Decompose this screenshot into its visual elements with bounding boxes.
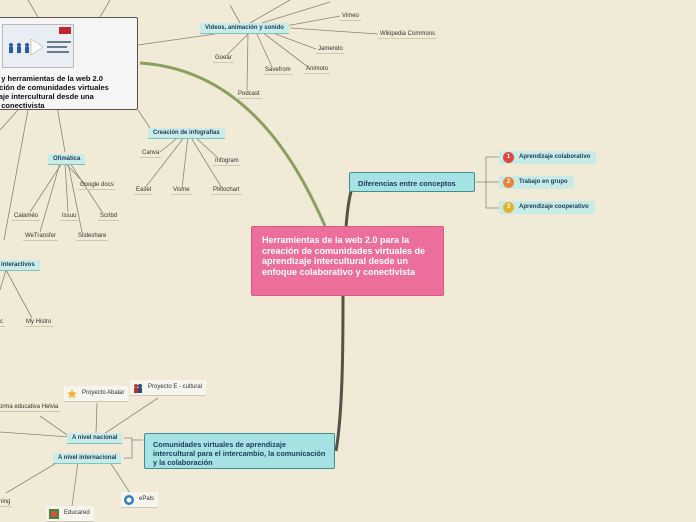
interactivos-node[interactable]: interactivos [0,260,40,271]
central-topic[interactable]: Herramientas de la web 2.0 para la creac… [251,226,444,296]
number-3-icon: 3 [503,202,514,213]
leaf-easel[interactable]: Easel [134,187,154,195]
leaf-savefrom[interactable]: Savefrom [263,67,293,75]
leaf-label: ePals [139,496,155,502]
topic-thumbnail [2,24,74,68]
leaf-slideshare[interactable]: Slideshare [76,233,109,241]
leaf-podcast[interactable]: Podcast [236,91,262,99]
item-aprendizaje-colaborativo[interactable]: 1 Aprendizaje colaborativo [499,151,597,164]
number-2-icon: 2 [503,177,514,188]
leaf-proyecto-abalar[interactable]: Proyecto Abalar [64,386,129,402]
infografias-node[interactable]: Creación de infografías [148,128,225,139]
leaf-wetransfer[interactable]: WeTransfer [23,233,59,241]
leaf-calameo[interactable]: Calaméo [12,213,41,221]
leaf-google-docs[interactable]: Google docs [78,182,116,190]
root-topic-card[interactable]: s y herramientas de la web 2.0 ación de … [0,17,138,110]
people-icon [134,384,142,393]
leaf-canva[interactable]: Canva [140,150,162,158]
leaf-my-histro[interactable]: My Histro [24,319,54,327]
leaf-epals[interactable]: ePals [121,492,159,508]
item-label: Trabajo en grupo [519,179,568,185]
comunidades-label: Comunidades virtuales de aprendizaje int… [153,440,326,467]
diferencias-label: Diferencias entre conceptos [358,179,456,188]
item-aprendizaje-cooperativo[interactable]: 3 Aprendizaje cooperativo [499,201,595,214]
number-1-icon: 1 [503,152,514,163]
internacional-node[interactable]: A nivel internacional [53,453,122,464]
leaf-issuu[interactable]: Issuu [60,213,79,221]
leaf-piktochart[interactable]: Piktochart [211,187,242,195]
leaf-scribd[interactable]: Scribd [98,213,120,221]
leaf-goear[interactable]: Goear [213,55,234,63]
item-label: Aprendizaje colaborativo [519,154,591,160]
item-trabajo-en-grupo[interactable]: 2 Trabajo en grupo [499,176,574,189]
leaf-visme[interactable]: Visme [171,187,192,195]
leaf-label: Educared [64,510,90,516]
item-label: Aprendizaje cooperativo [519,204,589,210]
nacional-node[interactable]: A nivel nacional [67,433,123,444]
leaf-animoto[interactable]: Animoto [304,66,331,74]
educared-logo-icon [49,509,59,519]
leaf-plataforma-helvia[interactable]: orma educativa Helvia [0,403,61,412]
leaf-c[interactable]: c [0,319,5,327]
ofimatica-node[interactable]: Ofimática [48,154,86,165]
comunidades-node[interactable]: Comunidades virtuales de aprendizaje int… [144,433,335,469]
star-icon [67,389,77,399]
diferencias-node[interactable]: Diferencias entre conceptos [349,172,475,192]
leaf-jamendo[interactable]: Jamendo [316,46,345,54]
videos-node[interactable]: Videos, animación y sonido [200,23,289,34]
leaf-wikipedia-commons[interactable]: Wikipedia Commons [378,31,438,39]
leaf-label: Proyecto Abalar [82,390,125,396]
leaf-vimeo[interactable]: Vimeo [340,13,361,21]
leaf-proyecto-e-cultural[interactable]: Proyecto E - cultural [130,380,207,396]
leaf-label: Proyecto E - cultural [148,384,203,390]
leaf-ning[interactable]: ning [0,498,13,507]
leaf-infogram[interactable]: Infogram [213,158,241,166]
root-topic-title: s y herramientas de la web 2.0 ación de … [0,74,109,110]
epals-logo-icon [124,495,134,505]
